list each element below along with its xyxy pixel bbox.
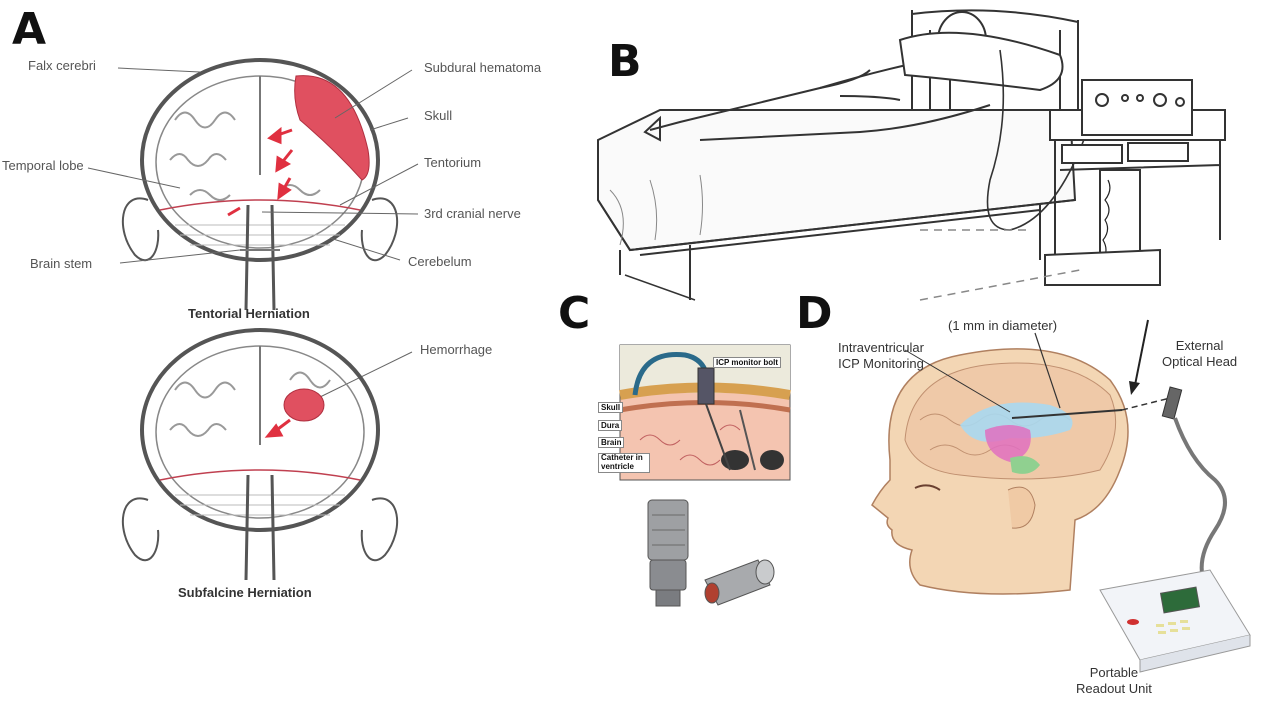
label-portable-readout-unit: Portable Readout Unit [1076,665,1152,696]
label-external-optical-head: External Optical Head [1162,338,1237,369]
label-diameter: (1 mm in diameter) [948,318,1057,334]
label-intraventricular-icp: Intraventricular ICP Monitoring [838,340,924,371]
